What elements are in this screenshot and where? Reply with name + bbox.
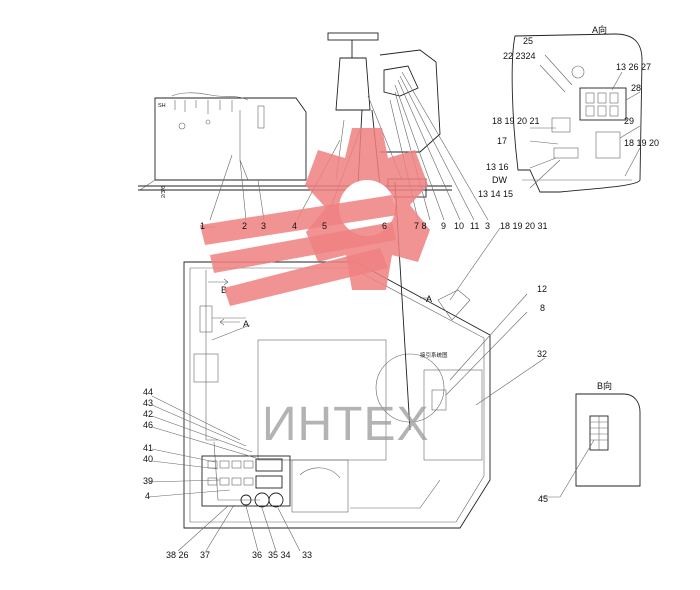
callout-35-34: 35 34 xyxy=(268,550,291,560)
callout-25: 25 xyxy=(523,36,533,46)
view-a-title: A向 xyxy=(592,24,607,35)
watermark-text: ИНТЕХ xyxy=(262,398,430,451)
lower-leaders xyxy=(147,227,546,552)
callout-dw: DW xyxy=(492,175,507,185)
callout-4b: 4 xyxy=(145,491,150,501)
callout-39: 39 xyxy=(143,476,153,486)
callout-45: 45 xyxy=(538,494,548,504)
view-b-marker: B xyxy=(221,285,227,295)
callout-6: 6 xyxy=(382,221,387,231)
callout-43: 43 xyxy=(143,398,153,408)
view-b-panel: B向 xyxy=(540,380,641,498)
intex-watermark-logo xyxy=(200,128,430,306)
callout-7-8: 7 8 xyxy=(414,221,427,231)
callout-29: 29 xyxy=(624,116,634,126)
callout-17: 17 xyxy=(497,136,507,146)
callout-38-26: 38 26 xyxy=(166,550,189,560)
rear-equipment-box: SH xyxy=(139,92,307,191)
callout-18-31: 18 19 20 31 xyxy=(500,221,548,231)
callout-13-15: 13 14 15 xyxy=(478,189,513,199)
callout-11: 11 xyxy=(470,221,479,231)
callout-22-24: 22 2324 xyxy=(503,51,536,61)
callout-5: 5 xyxy=(322,221,327,231)
callout-3a: 3 xyxy=(261,221,266,231)
callout-18-20: 18 19 20 xyxy=(624,138,659,148)
callout-44: 44 xyxy=(143,387,153,397)
callout-3b: 3 xyxy=(485,221,490,231)
view-a-marker-2: A xyxy=(426,294,432,304)
callout-13-26-27: 13 26 27 xyxy=(616,62,651,72)
callout-33: 33 xyxy=(302,550,312,560)
console-label: 接引系统图 xyxy=(420,351,448,359)
callout-32: 32 xyxy=(537,349,547,359)
callout-10: 10 xyxy=(454,221,464,231)
sh-label: SH xyxy=(158,103,166,109)
callout-36: 36 xyxy=(252,550,262,560)
callout-12: 12 xyxy=(537,284,547,294)
callout-13-16: 13 16 xyxy=(486,162,509,172)
callout-9: 9 xyxy=(441,221,446,231)
callout-4a: 4 xyxy=(292,221,297,231)
callout-numbers: 25 22 2324 13 26 27 28 18 19 20 21 17 29… xyxy=(143,36,659,560)
callout-37: 37 xyxy=(200,550,210,560)
instrument-panel xyxy=(201,455,349,513)
callout-42: 42 xyxy=(143,409,153,419)
callout-41: 41 xyxy=(143,443,153,453)
callout-2: 2 xyxy=(242,221,247,231)
callout-28: 28 xyxy=(631,83,641,93)
callout-1: 1 xyxy=(200,221,205,231)
view-a-marker-1: A xyxy=(243,319,249,329)
view-arrows: B A A xyxy=(208,278,432,329)
view-a-panel: A向 xyxy=(511,24,643,193)
callout-18-21: 18 19 20 21 xyxy=(492,116,540,126)
callout-46: 46 xyxy=(143,420,153,430)
callout-8b: 8 xyxy=(540,303,545,313)
left-number-label: 2/3/6 xyxy=(161,186,167,198)
view-b-title: B向 xyxy=(597,380,612,391)
callout-40: 40 xyxy=(143,454,153,464)
